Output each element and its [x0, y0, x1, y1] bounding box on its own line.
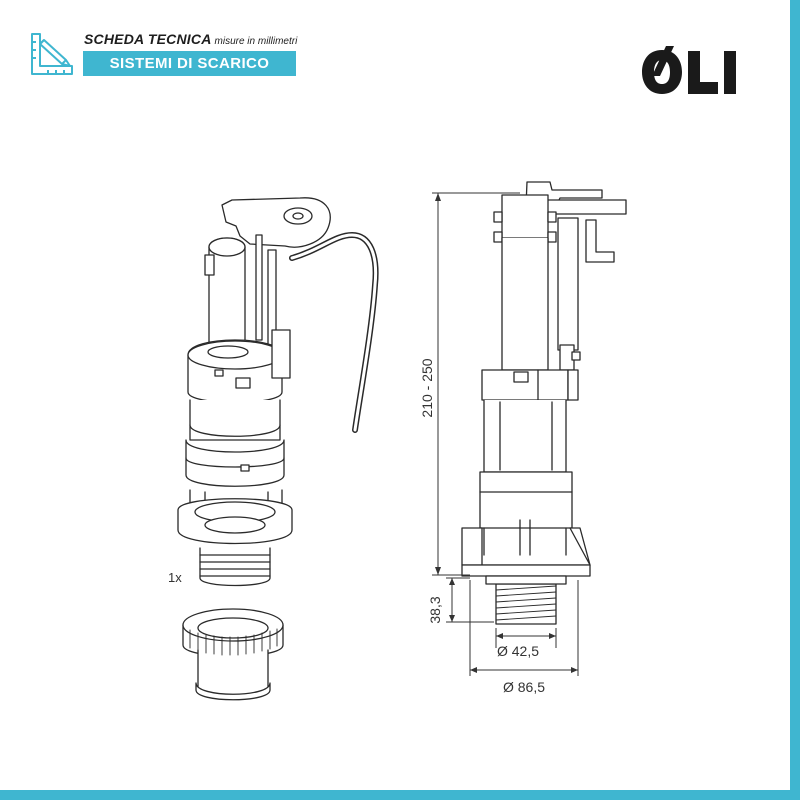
frame-border-right — [790, 0, 800, 800]
quantity-label: 1x — [168, 570, 182, 585]
ruler-pencil-icon — [31, 33, 73, 75]
thread-height-label: 38,3 — [427, 596, 443, 623]
dimension-arrows — [435, 193, 578, 673]
dimension-lines — [432, 192, 579, 676]
flush-valve-side-view — [461, 181, 627, 625]
brand-logo — [642, 46, 736, 94]
inner-diameter-label: Ø 42,5 — [497, 643, 539, 659]
category-badge: SISTEMI DI SCARICO — [83, 51, 296, 76]
locknut-ring — [182, 608, 284, 701]
document-subtitle: misure in millimetri — [214, 36, 298, 47]
document-title: SCHEDA TECNICA — [84, 31, 212, 47]
outer-diameter-label: Ø 86,5 — [503, 679, 545, 695]
height-dimension-label: 210 - 250 — [419, 358, 435, 417]
frame-border-bottom — [0, 790, 800, 800]
flush-valve-perspective — [177, 197, 379, 587]
